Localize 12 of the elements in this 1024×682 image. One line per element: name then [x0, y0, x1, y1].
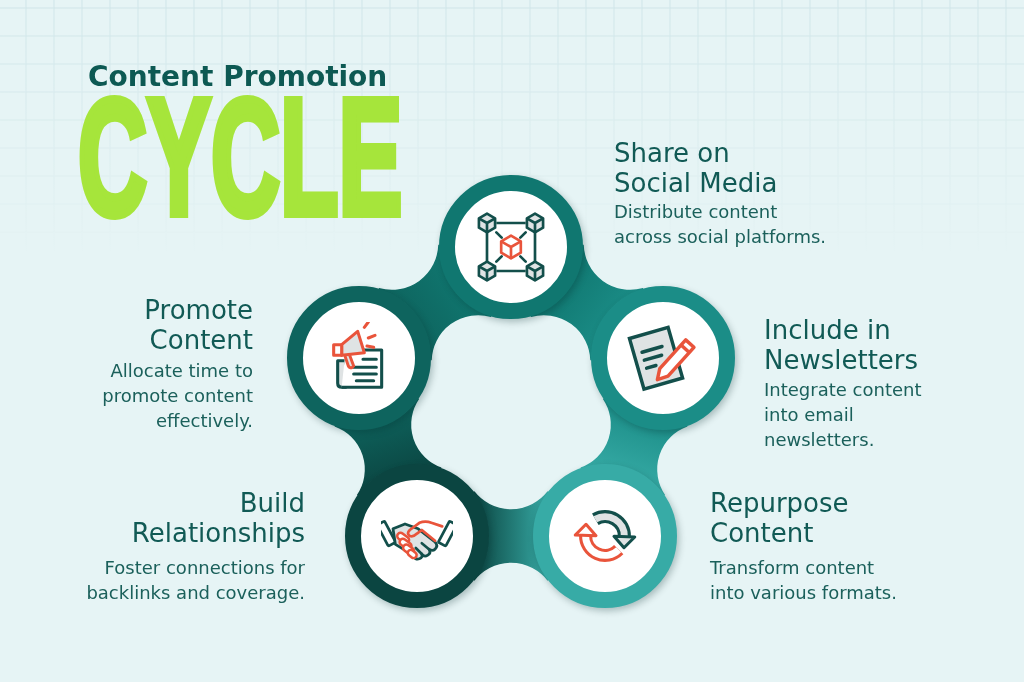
step-description: Allocate time to promote content effectively. — [101, 359, 253, 433]
step-title: Include in Newsletters — [764, 315, 920, 375]
title: Content Promotion — [88, 63, 388, 91]
step-title: Repurpose Content — [710, 488, 850, 548]
step-title: Promote Content — [143, 295, 253, 355]
step-description: Foster connections for backlinks and coverage. — [85, 556, 305, 605]
step-title: Share on Social Media — [614, 138, 779, 198]
step-title: Build Relationships — [130, 488, 305, 548]
display-heading: CYCLE — [78, 92, 403, 222]
step-description: Transform content into various formats. — [710, 556, 898, 605]
step-description: Distribute content across social platforms. — [614, 200, 828, 249]
step-description: Integrate content into email newsletters. — [764, 378, 923, 452]
